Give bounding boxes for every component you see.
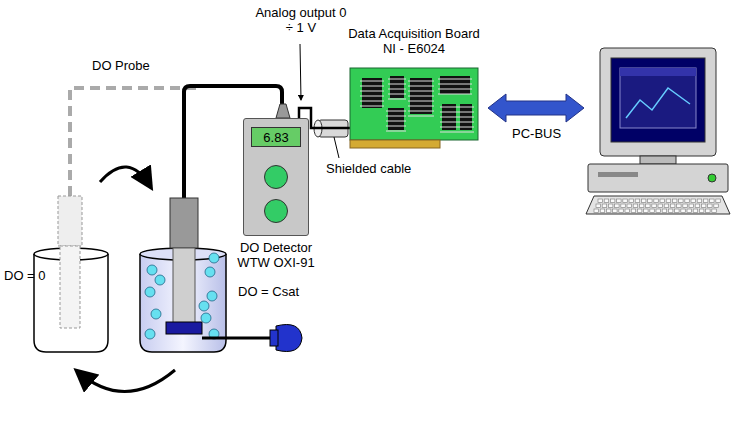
daq-board: Data Acquisition Board NI - E6024: [346, 26, 482, 150]
callout-label: Shielded cable: [326, 161, 436, 176]
detector-box: 6.83 DO Detector WTW OXI-91: [226, 118, 326, 270]
bus-label: PC-BUS: [512, 126, 592, 141]
state-label: DO = Csat: [238, 284, 328, 299]
device-label: DO Detector WTW OXI-91: [226, 240, 326, 270]
state-label: DO = 0: [4, 268, 64, 283]
display-readout: 6.83: [251, 127, 301, 147]
board-card: [348, 64, 480, 150]
button: [264, 165, 288, 189]
detector-housing: 6.83: [243, 118, 309, 236]
board-label: Data Acquisition Board NI - E6024: [346, 26, 482, 62]
signal-label: Analog output 0 ÷ 1 V: [255, 5, 347, 35]
button: [264, 199, 288, 223]
part-label: DO Probe: [92, 58, 172, 73]
